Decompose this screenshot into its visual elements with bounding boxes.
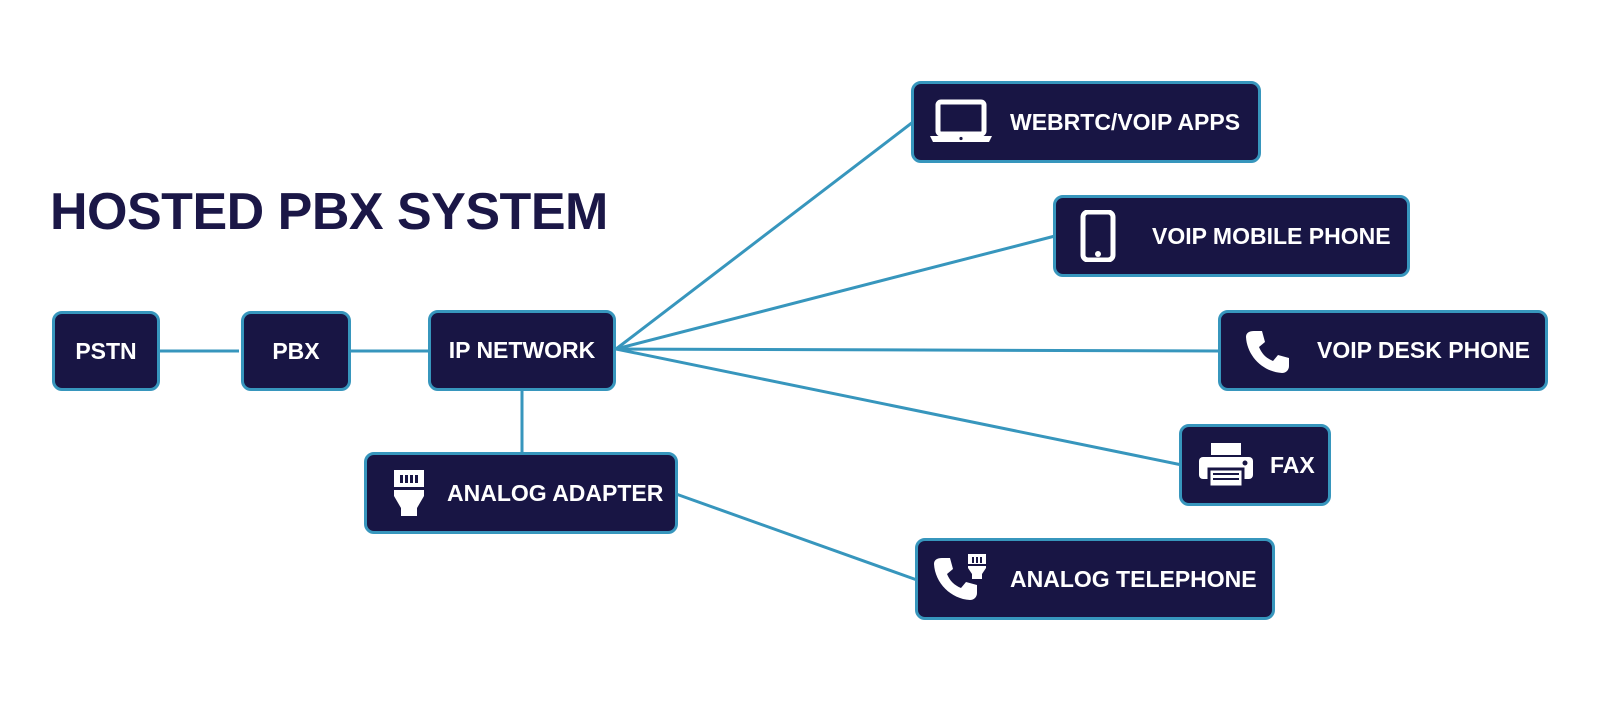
link-ip-network-webrtc-apps — [615, 120, 914, 351]
smartphone-icon — [1078, 210, 1118, 262]
node-analog-adapter: ANALOG ADAPTER — [364, 452, 678, 534]
node-voip-mobile-label: VOIP MOBILE PHONE — [1152, 222, 1391, 249]
link-analog-adapter-analog-telephone — [675, 492, 918, 582]
laptop-icon — [928, 99, 994, 145]
node-analog-telephone: ANALOG TELEPHONE — [915, 538, 1275, 620]
link-ip-network-fax — [615, 347, 1183, 467]
node-fax-label: FAX — [1270, 451, 1315, 478]
node-fax: FAX — [1179, 424, 1331, 506]
phone-with-plug-icon — [934, 552, 994, 606]
node-analog-telephone-label: ANALOG TELEPHONE — [1010, 565, 1257, 592]
phone-handset-icon — [1243, 327, 1293, 375]
node-webrtc-apps-label: WEBRTC/VOIP APPS — [1010, 108, 1241, 135]
ethernet-plug-icon — [387, 468, 431, 518]
node-webrtc-apps: WEBRTC/VOIP APPS — [911, 81, 1261, 163]
node-pbx: PBX — [241, 311, 351, 391]
node-voip-mobile: VOIP MOBILE PHONE — [1053, 195, 1410, 277]
node-analog-adapter-label: ANALOG ADAPTER — [447, 479, 664, 506]
diagram-title: HOSTED PBX SYSTEM — [50, 183, 608, 241]
link-ip-network-voip-mobile — [615, 234, 1056, 351]
node-pbx-label: PBX — [272, 337, 320, 364]
node-voip-desk: VOIP DESK PHONE — [1218, 310, 1548, 391]
node-ip-network: IP NETWORK — [428, 310, 616, 391]
node-pstn-label: PSTN — [75, 337, 137, 364]
node-ip-network-label: IP NETWORK — [448, 337, 596, 363]
node-pstn: PSTN — [52, 311, 160, 391]
node-voip-desk-label: VOIP DESK PHONE — [1317, 337, 1531, 363]
printer-icon — [1196, 441, 1256, 489]
link-ip-network-voip-desk — [615, 347, 1221, 353]
